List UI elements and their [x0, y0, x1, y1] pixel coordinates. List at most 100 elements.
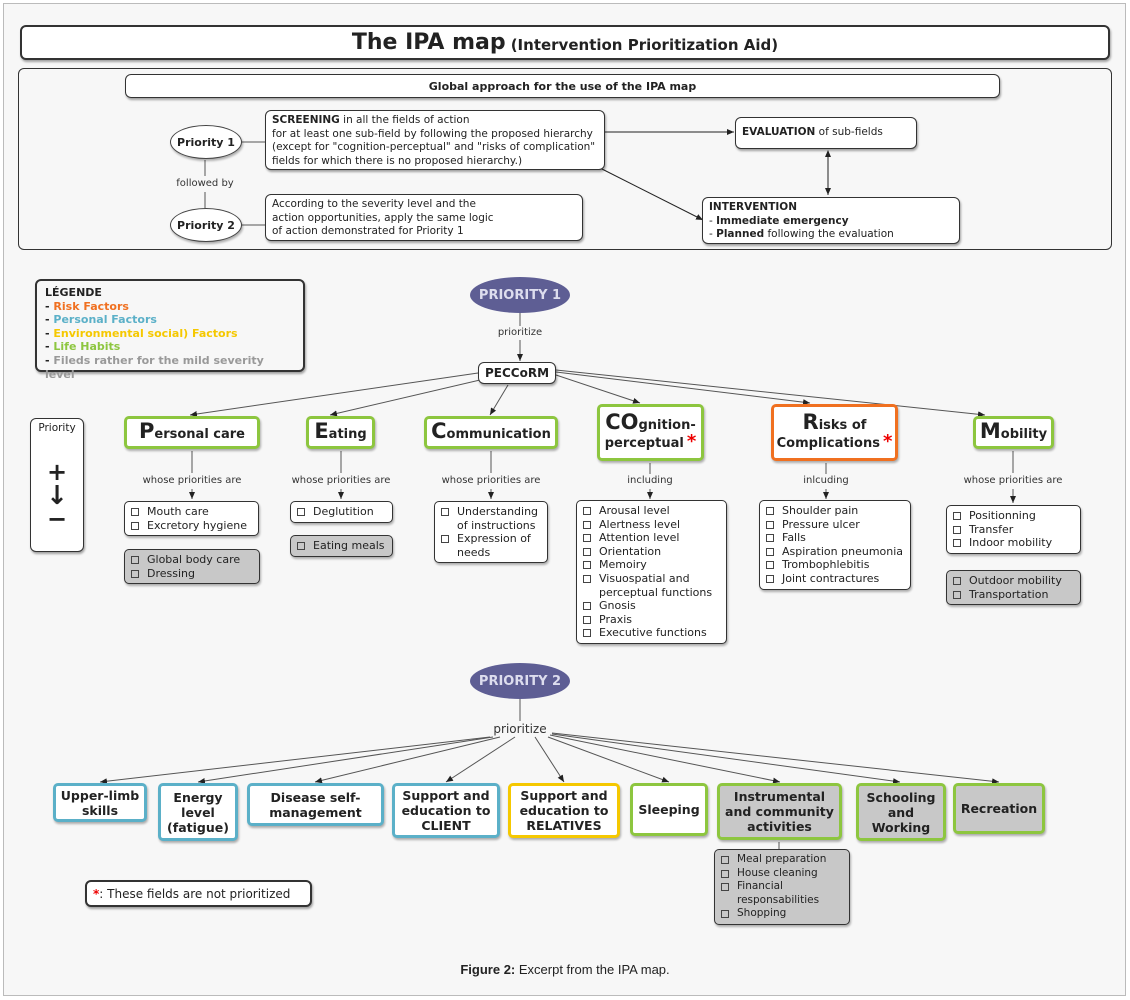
list-item-label: Deglutition — [313, 505, 374, 518]
prioritize-label: prioritize — [495, 327, 545, 338]
connector-label: whose priorities are — [289, 475, 393, 486]
list-item: Arousal level — [583, 504, 720, 518]
list-item: Indoor mobility — [953, 536, 1074, 550]
checkbox-icon — [953, 525, 961, 534]
checkbox-icon — [583, 615, 591, 624]
list-item: Eating meals — [297, 539, 386, 553]
priority-2-ellipse: PRIORITY 2 — [470, 663, 570, 699]
list-item: Falls — [766, 531, 904, 545]
note-text: : These fields are not prioritized — [99, 886, 291, 901]
list-item: Memoiry — [583, 558, 720, 572]
minus-icon: − — [46, 505, 68, 533]
checkbox-icon — [297, 508, 305, 516]
list-item: Deglutition — [297, 505, 386, 519]
legend-label: Risk Factors — [53, 299, 129, 313]
field-initial: R — [802, 409, 819, 434]
list-item-label: Arousal level — [599, 504, 670, 517]
connector-label: inlcuding — [801, 475, 851, 486]
list-item-label: Mouth care — [147, 505, 209, 518]
list-item: Trombophlebitis — [766, 558, 904, 572]
checkbox-icon — [583, 507, 591, 515]
checkbox-icon — [583, 561, 591, 570]
list-item-label: Indoor mobility — [969, 536, 1053, 550]
field-rest: ersonal care — [154, 426, 246, 442]
mild-subfield-list: Eating meals — [290, 535, 393, 557]
list-item-label: Meal preparation — [737, 853, 827, 865]
arrow-down-icon: ↓ — [46, 481, 68, 511]
list-item-label: Joint contractures — [782, 571, 880, 585]
list-item: Gnosis — [583, 599, 720, 613]
checkbox-icon — [583, 574, 591, 583]
list-item-label: Transfer — [969, 522, 1014, 536]
checkbox-icon — [583, 629, 591, 638]
connector-label: including — [625, 475, 675, 486]
list-item: Global body care — [131, 553, 253, 567]
list-item-label: Expression of needs — [457, 532, 531, 559]
list-item: Understanding of instructions — [441, 505, 541, 532]
peccorm-hub: PECCoRM — [478, 362, 556, 384]
checkbox-icon — [766, 534, 774, 543]
checkbox-icon — [953, 539, 961, 548]
legend-label: Life Habits — [53, 340, 121, 354]
p2-field-upper-limb-skills: Upper-limb skills — [53, 783, 147, 822]
list-item: Attention level — [583, 531, 720, 545]
list-item-label: Shopping — [737, 907, 787, 920]
checkbox-icon — [583, 547, 591, 556]
list-item: Orientation — [583, 545, 720, 559]
plus-icon: + — [46, 458, 68, 486]
legend-item: - Environmental social) Factors — [45, 326, 238, 340]
checkbox-icon — [441, 508, 449, 516]
title-box: The IPA map (Intervention Prioritization… — [20, 25, 1110, 60]
list-item-label: Visuospatial and perceptual functions — [599, 571, 713, 599]
field-rest: isks of — [818, 417, 867, 433]
checkbox-icon — [953, 577, 961, 585]
list-item-label: Global body care — [147, 553, 241, 566]
field-title: Communication — [431, 420, 551, 443]
global-approach-header: Global approach for the use of the IPA m… — [125, 74, 1000, 98]
list-item-label: Falls — [782, 531, 806, 545]
list-item-label: House cleaning — [737, 866, 818, 879]
connector-label: whose priorities are — [961, 475, 1065, 486]
priority-scale-label: Priority — [38, 422, 76, 434]
checkbox-icon — [583, 520, 591, 529]
field-initial: M — [979, 418, 1001, 443]
field-title: Eating — [314, 420, 367, 443]
checkbox-icon — [131, 569, 139, 578]
checkbox-icon — [721, 869, 729, 878]
p2-field-recreation: Recreation — [953, 783, 1045, 834]
list-item-label: Pressure ulcer — [782, 517, 860, 531]
field-mobility: Mobility — [973, 416, 1054, 449]
list-item-label: Aspiration pneumonia — [782, 544, 904, 558]
field-initial: P — [138, 418, 155, 443]
field-initial: C — [431, 418, 447, 443]
list-item: Praxis — [583, 613, 720, 627]
list-item: Excretory hygiene — [131, 519, 252, 533]
field-cognition: COgnition-perceptual* — [597, 404, 704, 461]
field-personalcare: Personal care — [124, 416, 260, 449]
field-rest: ommunication — [446, 426, 551, 442]
checkbox-icon — [131, 556, 139, 564]
legend-title: LÉGENDE — [45, 286, 102, 299]
checkbox-icon — [131, 521, 139, 530]
asterisk-icon: * — [93, 886, 100, 901]
p2-field-support-and-education-to-relatives: Support and education to RELATIVES — [508, 783, 620, 838]
list-item-label: Financial responsabilities — [737, 880, 820, 906]
field-communication: Communication — [424, 416, 558, 449]
legend-item: - Risk Factors — [45, 299, 129, 313]
legend-label: Fileds rather for the mild severity leve… — [45, 353, 264, 381]
field-rest-2: Complications — [776, 435, 880, 451]
list-item: Positionning — [953, 509, 1074, 523]
checkbox-icon — [297, 542, 305, 550]
figure-caption: Figure 2: Excerpt from the IPA map. — [460, 962, 670, 977]
list-item: Joint contractures — [766, 572, 904, 586]
field-rest: ating — [328, 426, 367, 442]
checkbox-icon — [766, 561, 774, 570]
checkbox-icon — [766, 507, 774, 515]
